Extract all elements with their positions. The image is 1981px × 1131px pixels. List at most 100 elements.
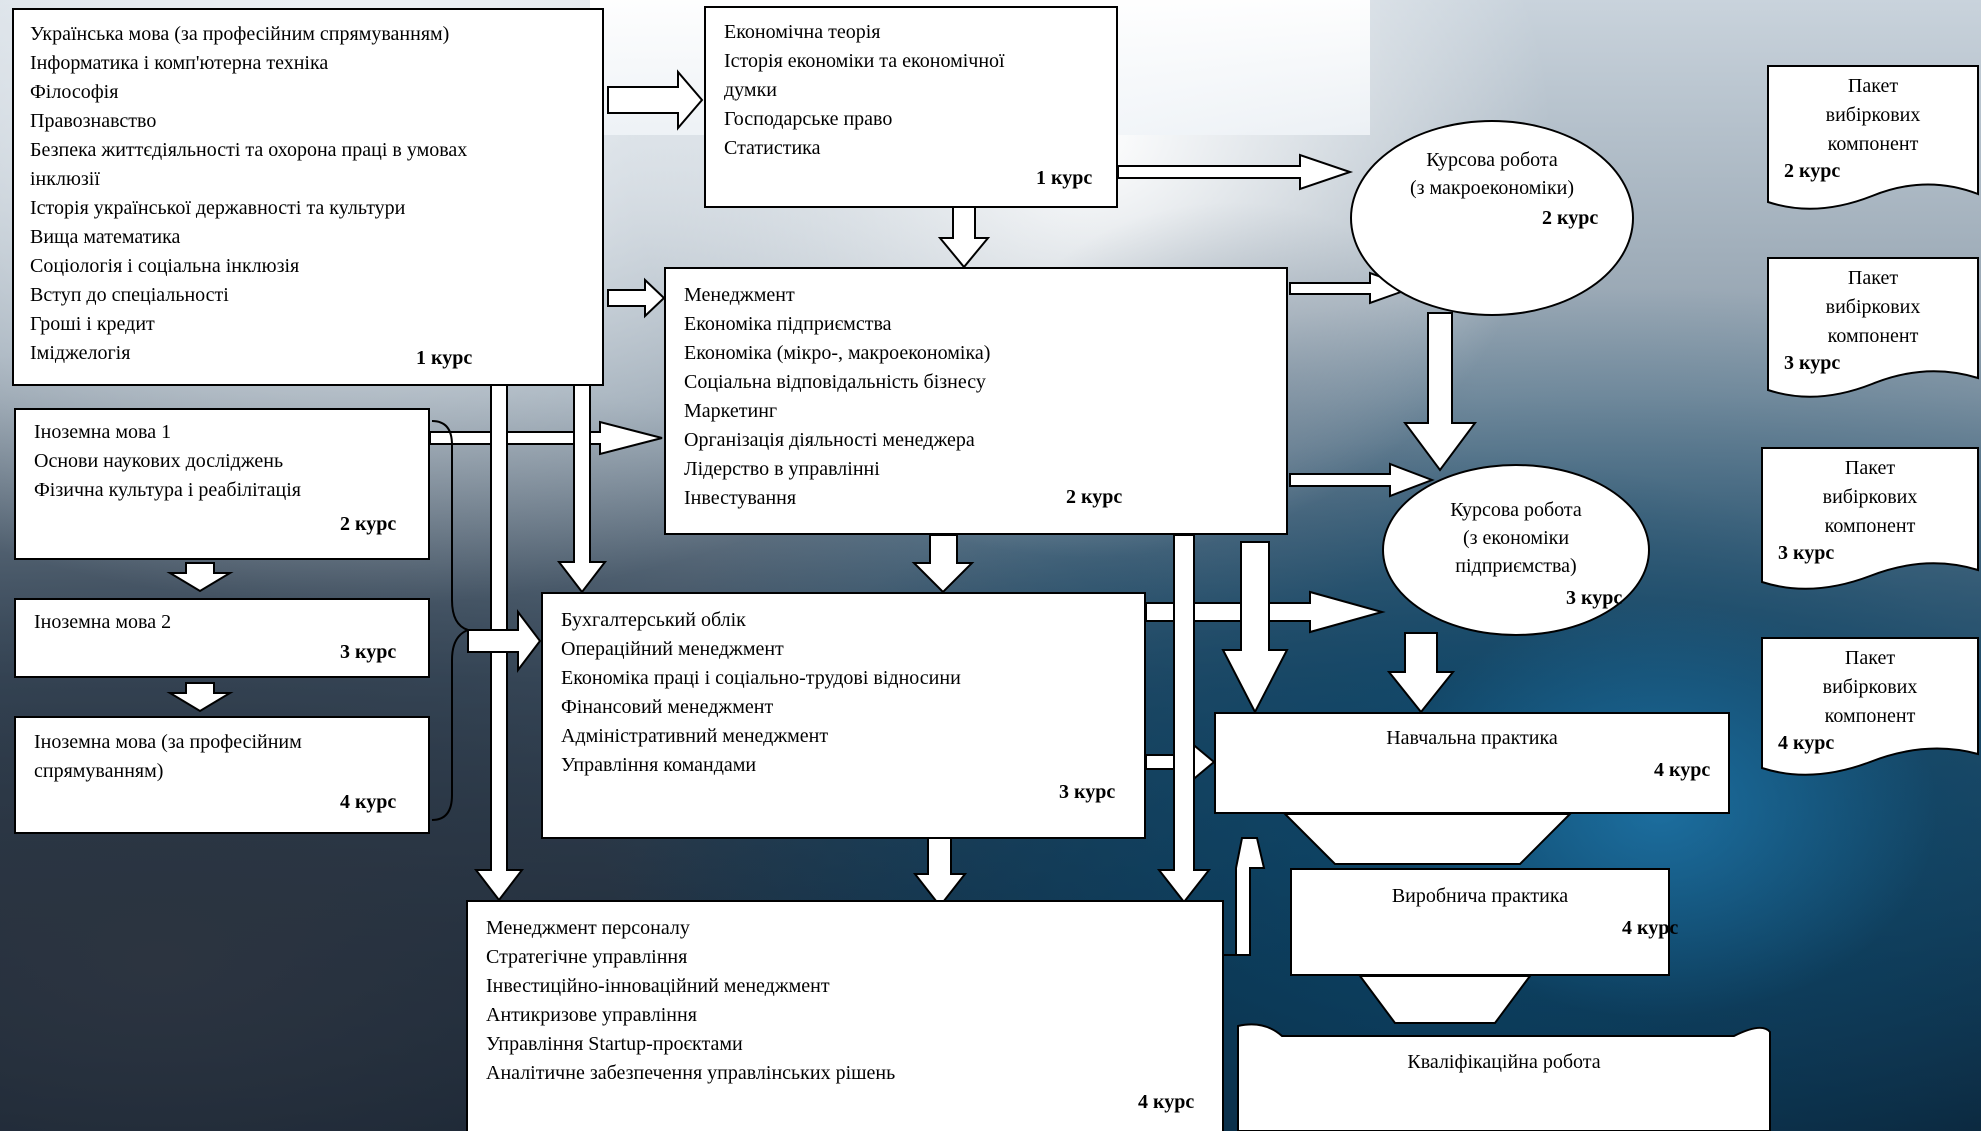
course-label: 4 курс bbox=[1138, 1091, 1195, 1113]
elective-label: Пакет вибіркових компонент bbox=[1760, 454, 1980, 541]
course-label: 4 курс bbox=[340, 791, 397, 813]
document-shape bbox=[1767, 257, 1979, 398]
languages-brace bbox=[431, 420, 472, 821]
arrow-mgmt-to-acc bbox=[911, 534, 975, 594]
box-economics: Економічна теорія Історія економіки та е… bbox=[704, 6, 1118, 208]
elective-line: компонент bbox=[1824, 515, 1916, 537]
arrow-general-to-econ bbox=[607, 69, 704, 131]
elective-line: компонент bbox=[1827, 325, 1919, 347]
discipline-micro-macro: Економіка (мікро-, макроекономіка) bbox=[684, 342, 991, 364]
discipline-economic-history: Історія економіки та економічної bbox=[724, 50, 1005, 72]
discipline-investing: Інвестування bbox=[684, 487, 797, 509]
discipline-economic-history-cont: думки bbox=[724, 79, 777, 101]
elective-package-3: Пакет вибіркових компонент 3 курс bbox=[1760, 446, 1980, 596]
discipline-history: Історія української державності та культ… bbox=[30, 197, 406, 219]
discipline-strategic-management: Стратегічне управління bbox=[486, 946, 688, 968]
discipline-ukrainian: Українська мова (за професійним спрямува… bbox=[30, 23, 450, 45]
discipline-statistics: Статистика bbox=[724, 137, 821, 159]
arrow-econ-to-mgmt bbox=[937, 206, 991, 269]
discipline-accounting: Бухгалтерський облік bbox=[561, 609, 746, 631]
discipline-foreign-language-1: Іноземна мова 1 bbox=[34, 421, 172, 443]
arrow-lang1-to-mgmt bbox=[429, 420, 663, 456]
course-label: 3 курс bbox=[1059, 781, 1116, 803]
discipline-informatics: Інформатика і комп'ютерна техніка bbox=[30, 52, 329, 74]
arrow-lang1-to-lang2 bbox=[166, 562, 234, 593]
arrow-mgmt-to-oval-enterprise bbox=[1289, 462, 1435, 498]
discipline-sociology: Соціологія і соціальна інклюзія bbox=[30, 255, 300, 277]
coursework-title: Курсова робота bbox=[1450, 499, 1582, 521]
course-label: 2 курс bbox=[1784, 160, 1841, 182]
course-label: 4 курс bbox=[1622, 917, 1679, 939]
elective-package-4: Пакет вибіркових компонент 4 курс bbox=[1760, 636, 1980, 786]
discipline-csr: Соціальна відповідальність бізнесу bbox=[684, 371, 986, 393]
discipline-leadership: Лідерство в управлінні bbox=[684, 458, 880, 480]
practice-title: Виробнича практика bbox=[1391, 885, 1569, 907]
discipline-crisis-management: Антикризове управління bbox=[486, 1004, 697, 1026]
arrow-mgmt-to-oval-macro bbox=[1289, 271, 1415, 305]
course-label: 3 курс bbox=[340, 641, 397, 663]
discipline-economic-theory: Економічна теорія bbox=[724, 21, 881, 43]
elective-line: Пакет bbox=[1847, 75, 1899, 97]
arrow-pers-to-study bbox=[1222, 837, 1266, 956]
elective-line: вибіркових bbox=[1822, 486, 1918, 508]
discipline-startup-management: Управління Startup-проєктами bbox=[486, 1033, 743, 1055]
coursework-title: Курсова робота bbox=[1426, 149, 1558, 171]
discipline-management: Менеджмент bbox=[684, 284, 795, 306]
elective-line: вибіркових bbox=[1825, 296, 1921, 318]
discipline-intro: Вступ до спеціальності bbox=[30, 284, 229, 306]
arrow-general-to-acc bbox=[556, 384, 608, 594]
arrow-languages-to-acc bbox=[467, 609, 542, 673]
discipline-manager-organization: Організація діяльності менеджера bbox=[684, 429, 975, 451]
discipline-operations-management: Операційний менеджмент bbox=[561, 638, 784, 660]
discipline-decision-support: Аналітичне забезпечення управлінських рі… bbox=[486, 1062, 896, 1084]
course-label: 2 курс bbox=[340, 513, 397, 535]
elective-label: Пакет вибіркових компонент bbox=[1766, 72, 1980, 159]
coursework-subject: (з економіки bbox=[1462, 527, 1570, 549]
discipline-image: Іміджелогія bbox=[30, 342, 131, 364]
course-label: 2 курс bbox=[1066, 486, 1123, 508]
elective-package-1: Пакет вибіркових компонент 2 курс bbox=[1766, 64, 1980, 212]
elective-line: компонент bbox=[1824, 705, 1916, 727]
document-shape bbox=[1767, 65, 1979, 210]
arrow-production-to-thesis bbox=[1358, 975, 1532, 1024]
arrow-study-to-production bbox=[1282, 813, 1573, 865]
course-label: 1 курс bbox=[416, 347, 473, 369]
course-label: 4 курс bbox=[1654, 759, 1711, 781]
coursework-subject-cont: підприємства) bbox=[1455, 555, 1577, 577]
thesis-scroll-shape bbox=[1237, 1023, 1771, 1131]
box-language-3: Іноземна мова (за професійним спрямуванн… bbox=[14, 716, 430, 834]
discipline-philosophy: Філософія bbox=[30, 81, 119, 103]
box-language-2: Іноземна мова 2 3 курс bbox=[14, 598, 430, 678]
arrow-macro-to-enterprise bbox=[1403, 312, 1477, 472]
discipline-enterprise-economics: Економіка підприємства bbox=[684, 313, 892, 335]
elective-line: Пакет bbox=[1847, 267, 1899, 289]
box-personnel: Менеджмент персоналу Стратегічне управлі… bbox=[466, 900, 1224, 1131]
box-accounting: Бухгалтерський облік Операційний менеджм… bbox=[541, 592, 1146, 839]
discipline-math: Вища математика bbox=[30, 226, 181, 248]
elective-label: Пакет вибіркових компонент bbox=[1760, 644, 1980, 731]
discipline-commercial-law: Господарське право bbox=[724, 108, 893, 130]
elective-line: компонент bbox=[1827, 133, 1919, 155]
discipline-financial-management: Фінансовий менеджмент bbox=[561, 696, 774, 718]
document-shape bbox=[1761, 637, 1979, 776]
elective-line: Пакет bbox=[1844, 457, 1896, 479]
box-qualification-thesis: Кваліфікаційна робота bbox=[1234, 1022, 1774, 1131]
coursework-subject: (з макроекономіки) bbox=[1409, 177, 1575, 199]
box-language-1: Іноземна мова 1 Основи наукових дослідже… bbox=[14, 408, 430, 560]
course-label: 3 курс bbox=[1566, 587, 1623, 609]
elective-line: вибіркових bbox=[1822, 676, 1918, 698]
discipline-administrative-management: Адміністративний менеджмент bbox=[561, 725, 829, 747]
thesis-title: Кваліфікаційна робота bbox=[1407, 1051, 1601, 1073]
elective-package-2: Пакет вибіркових компонент 3 курс bbox=[1766, 256, 1980, 404]
discipline-law: Правознавство bbox=[30, 110, 157, 132]
arrow-mgmt-to-pers bbox=[1156, 534, 1212, 904]
elective-line: вибіркових bbox=[1825, 104, 1921, 126]
discipline-physical-culture: Фізична культура і реабілітація bbox=[34, 479, 301, 501]
elective-line: Пакет bbox=[1844, 647, 1896, 669]
discipline-professional-language: Іноземна мова (за професійним bbox=[34, 731, 302, 753]
course-label: 1 курс bbox=[1036, 167, 1093, 189]
course-label: 3 курс bbox=[1778, 542, 1835, 564]
discipline-safety: Безпека життєдіяльності та охорона праці… bbox=[30, 139, 468, 161]
arrow-lang2-to-lang3 bbox=[166, 682, 234, 713]
arrow-general-to-mgmt bbox=[607, 277, 666, 319]
